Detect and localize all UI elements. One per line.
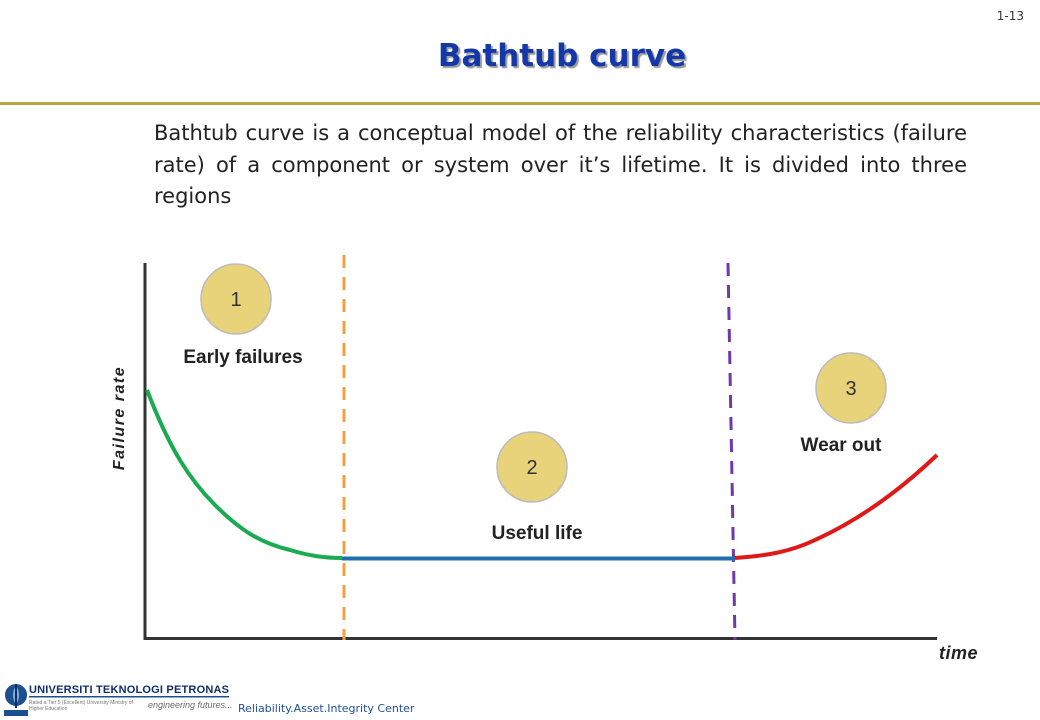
utp-logo xyxy=(4,684,229,716)
region-label-useful-life: Useful life xyxy=(492,523,583,544)
early-failures-curve xyxy=(145,389,343,560)
x-axis-label: time xyxy=(939,643,978,663)
footer-fine-print: Rated a Tier 5 (Excellent) University Mi… xyxy=(29,700,133,712)
footer-tagline: engineering futures... xyxy=(148,700,233,710)
region-label-wear-out: Wear out xyxy=(801,435,883,456)
region-marker-2 xyxy=(496,431,568,503)
region-number-3: 3 xyxy=(845,378,856,400)
region-number-2: 2 xyxy=(526,457,537,479)
region-label-early-failures: Early failures xyxy=(183,347,302,368)
page-number: 1-13 xyxy=(996,9,1024,23)
footer-center-name: Reliability.Asset.Integrity Center xyxy=(238,702,415,715)
title-divider xyxy=(0,102,1040,105)
region-marker-3 xyxy=(815,352,887,424)
footer-organization: UNIVERSITI TEKNOLOGI PETRONAS xyxy=(29,684,230,696)
boundary-useful-wearout xyxy=(726,262,737,641)
wear-out-curve xyxy=(734,453,939,560)
slide-title: Bathtub curve xyxy=(437,38,687,74)
slide-description: Bathtub curve is a conceptual model of t… xyxy=(154,121,967,208)
region-number-1: 1 xyxy=(230,289,241,311)
y-axis-label: Failure rate xyxy=(111,366,128,470)
region-marker-1 xyxy=(200,263,272,335)
